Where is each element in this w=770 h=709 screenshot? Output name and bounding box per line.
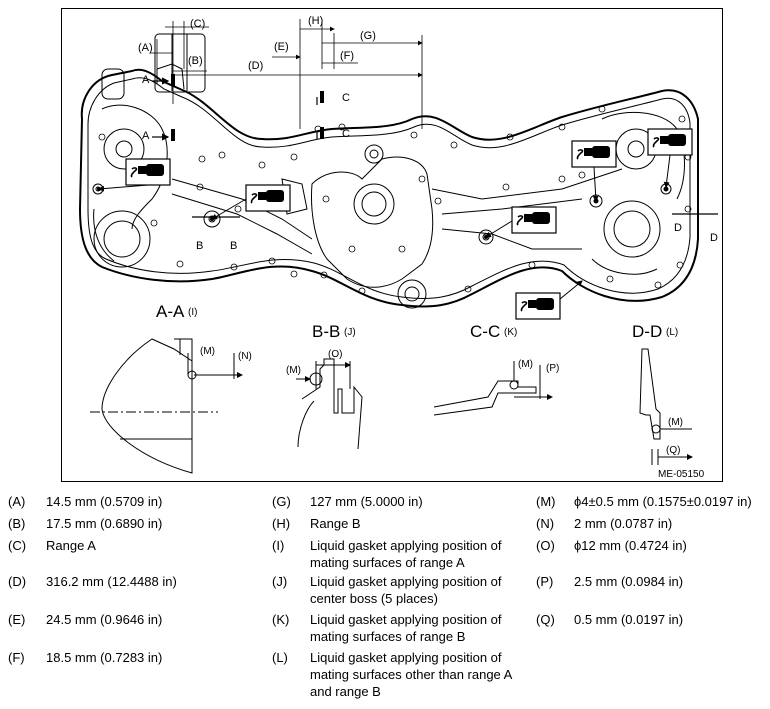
diagram-figure: (A) (B) (C) (D) (E) (F) (G) (H) A A C C … <box>61 8 723 482</box>
section-mark-a: A <box>142 74 150 86</box>
legend-text: Range B <box>310 516 361 531</box>
callout-N: (N) <box>238 351 252 362</box>
legend-key: (K) <box>272 612 290 627</box>
legend-key: (J) <box>272 574 288 589</box>
legend-key: (C) <box>8 538 27 553</box>
section-cc-drawing <box>433 361 553 416</box>
section-mark-a: A <box>142 130 150 142</box>
callout-F: (F) <box>340 50 354 62</box>
legend-text: 127 mm (5.0000 in) <box>310 494 423 509</box>
callout-M-cc: (M) <box>518 359 533 370</box>
callout-G: (G) <box>360 30 376 42</box>
legend-text: Liquid gasket applying position of matin… <box>310 612 502 644</box>
legend-key: (M) <box>536 494 556 509</box>
callout-D: (D) <box>248 60 263 72</box>
callout-M-aa: (M) <box>200 346 215 357</box>
section-cut-lines <box>152 77 718 218</box>
timing-cover-outline <box>78 68 699 308</box>
legend-text: 17.5 mm (0.6890 in) <box>46 516 163 531</box>
callout-O: (O) <box>328 349 342 360</box>
dimension-lines <box>150 19 423 129</box>
liquid-gasket-icon <box>245 184 291 212</box>
section-aa-title: A-A <box>156 302 185 321</box>
legend-key: (F) <box>8 650 25 665</box>
section-dd-title: D-D <box>632 322 662 341</box>
legend-text: Liquid gasket applying position of cente… <box>310 574 502 606</box>
section-mark-d: D <box>710 232 718 244</box>
liquid-gasket-icon <box>125 158 171 186</box>
callout-I: (I) <box>188 307 197 318</box>
callout-Q: (Q) <box>666 445 680 456</box>
section-cc-title: C-C <box>470 322 500 341</box>
legend-key: (L) <box>272 650 288 665</box>
section-dd-drawing <box>639 348 693 465</box>
leader-lines <box>98 154 671 300</box>
legend-key: (B) <box>8 516 26 531</box>
legend-key: (I) <box>272 538 285 553</box>
legend-text: 2 mm (0.0787 in) <box>574 516 673 531</box>
legend-key: (Q) <box>536 612 555 627</box>
callout-A: (A) <box>138 42 153 54</box>
legend-text: Range A <box>46 538 96 553</box>
legend-text: 18.5 mm (0.7283 in) <box>46 650 163 665</box>
legend-text: 2.5 mm (0.0984 in) <box>574 574 684 589</box>
legend-text: 0.5 mm (0.0197 in) <box>574 612 684 627</box>
gasket-applicator-icons <box>125 128 693 320</box>
section-mark-b: B <box>230 240 237 252</box>
legend-text: 316.2 mm (12.4488 in) <box>46 574 177 589</box>
section-mark-c: C <box>342 128 350 140</box>
section-mark-b: B <box>196 240 203 252</box>
figure-code: ME-05150 <box>658 469 705 480</box>
legend-text: ϕ12 mm (0.4724 in) <box>574 538 687 553</box>
legend-key: (D) <box>8 574 27 589</box>
legend-text: 24.5 mm (0.9646 in) <box>46 612 163 627</box>
legend-text: Liquid gasket applying position of matin… <box>310 650 512 699</box>
liquid-gasket-icon <box>511 206 557 234</box>
callout-M-dd: (M) <box>668 417 683 428</box>
section-bb-drawing <box>296 358 363 450</box>
callout-P: (P) <box>546 363 559 374</box>
legend-key: (H) <box>272 516 291 531</box>
section-aa-drawing <box>90 338 243 474</box>
section-bb-title: B-B <box>312 322 340 341</box>
section-mark-c: C <box>342 92 350 104</box>
callout-M-bb: (M) <box>286 365 301 376</box>
legend-key: (G) <box>272 494 291 509</box>
legend-key: (A) <box>8 494 26 509</box>
liquid-gasket-icon <box>571 140 617 168</box>
liquid-gasket-icon <box>647 128 693 156</box>
legend-key: (N) <box>536 516 555 531</box>
legend-key: (E) <box>8 612 26 627</box>
section-mark-d: D <box>674 222 682 234</box>
callout-J: (J) <box>344 327 356 338</box>
liquid-gasket-icon <box>515 292 561 320</box>
callout-C: (C) <box>190 18 205 30</box>
callout-K: (K) <box>504 327 517 338</box>
legend-text: ϕ4±0.5 mm (0.1575±0.0197 in) <box>574 494 752 509</box>
callout-H: (H) <box>308 15 323 27</box>
legend-key: (P) <box>536 574 554 589</box>
left-sprocket-area <box>92 33 221 268</box>
callout-E: (E) <box>274 41 289 53</box>
callout-B: (B) <box>188 55 203 67</box>
legend-text: Liquid gasket applying position of matin… <box>310 538 502 570</box>
callout-L: (L) <box>666 327 678 338</box>
legend-key: (O) <box>536 538 555 553</box>
legend: (A) 14.5 mm (0.5709 in) (B) 17.5 mm (0.6… <box>0 493 770 709</box>
bolt-holes <box>98 105 692 295</box>
legend-text: 14.5 mm (0.5709 in) <box>46 494 163 509</box>
